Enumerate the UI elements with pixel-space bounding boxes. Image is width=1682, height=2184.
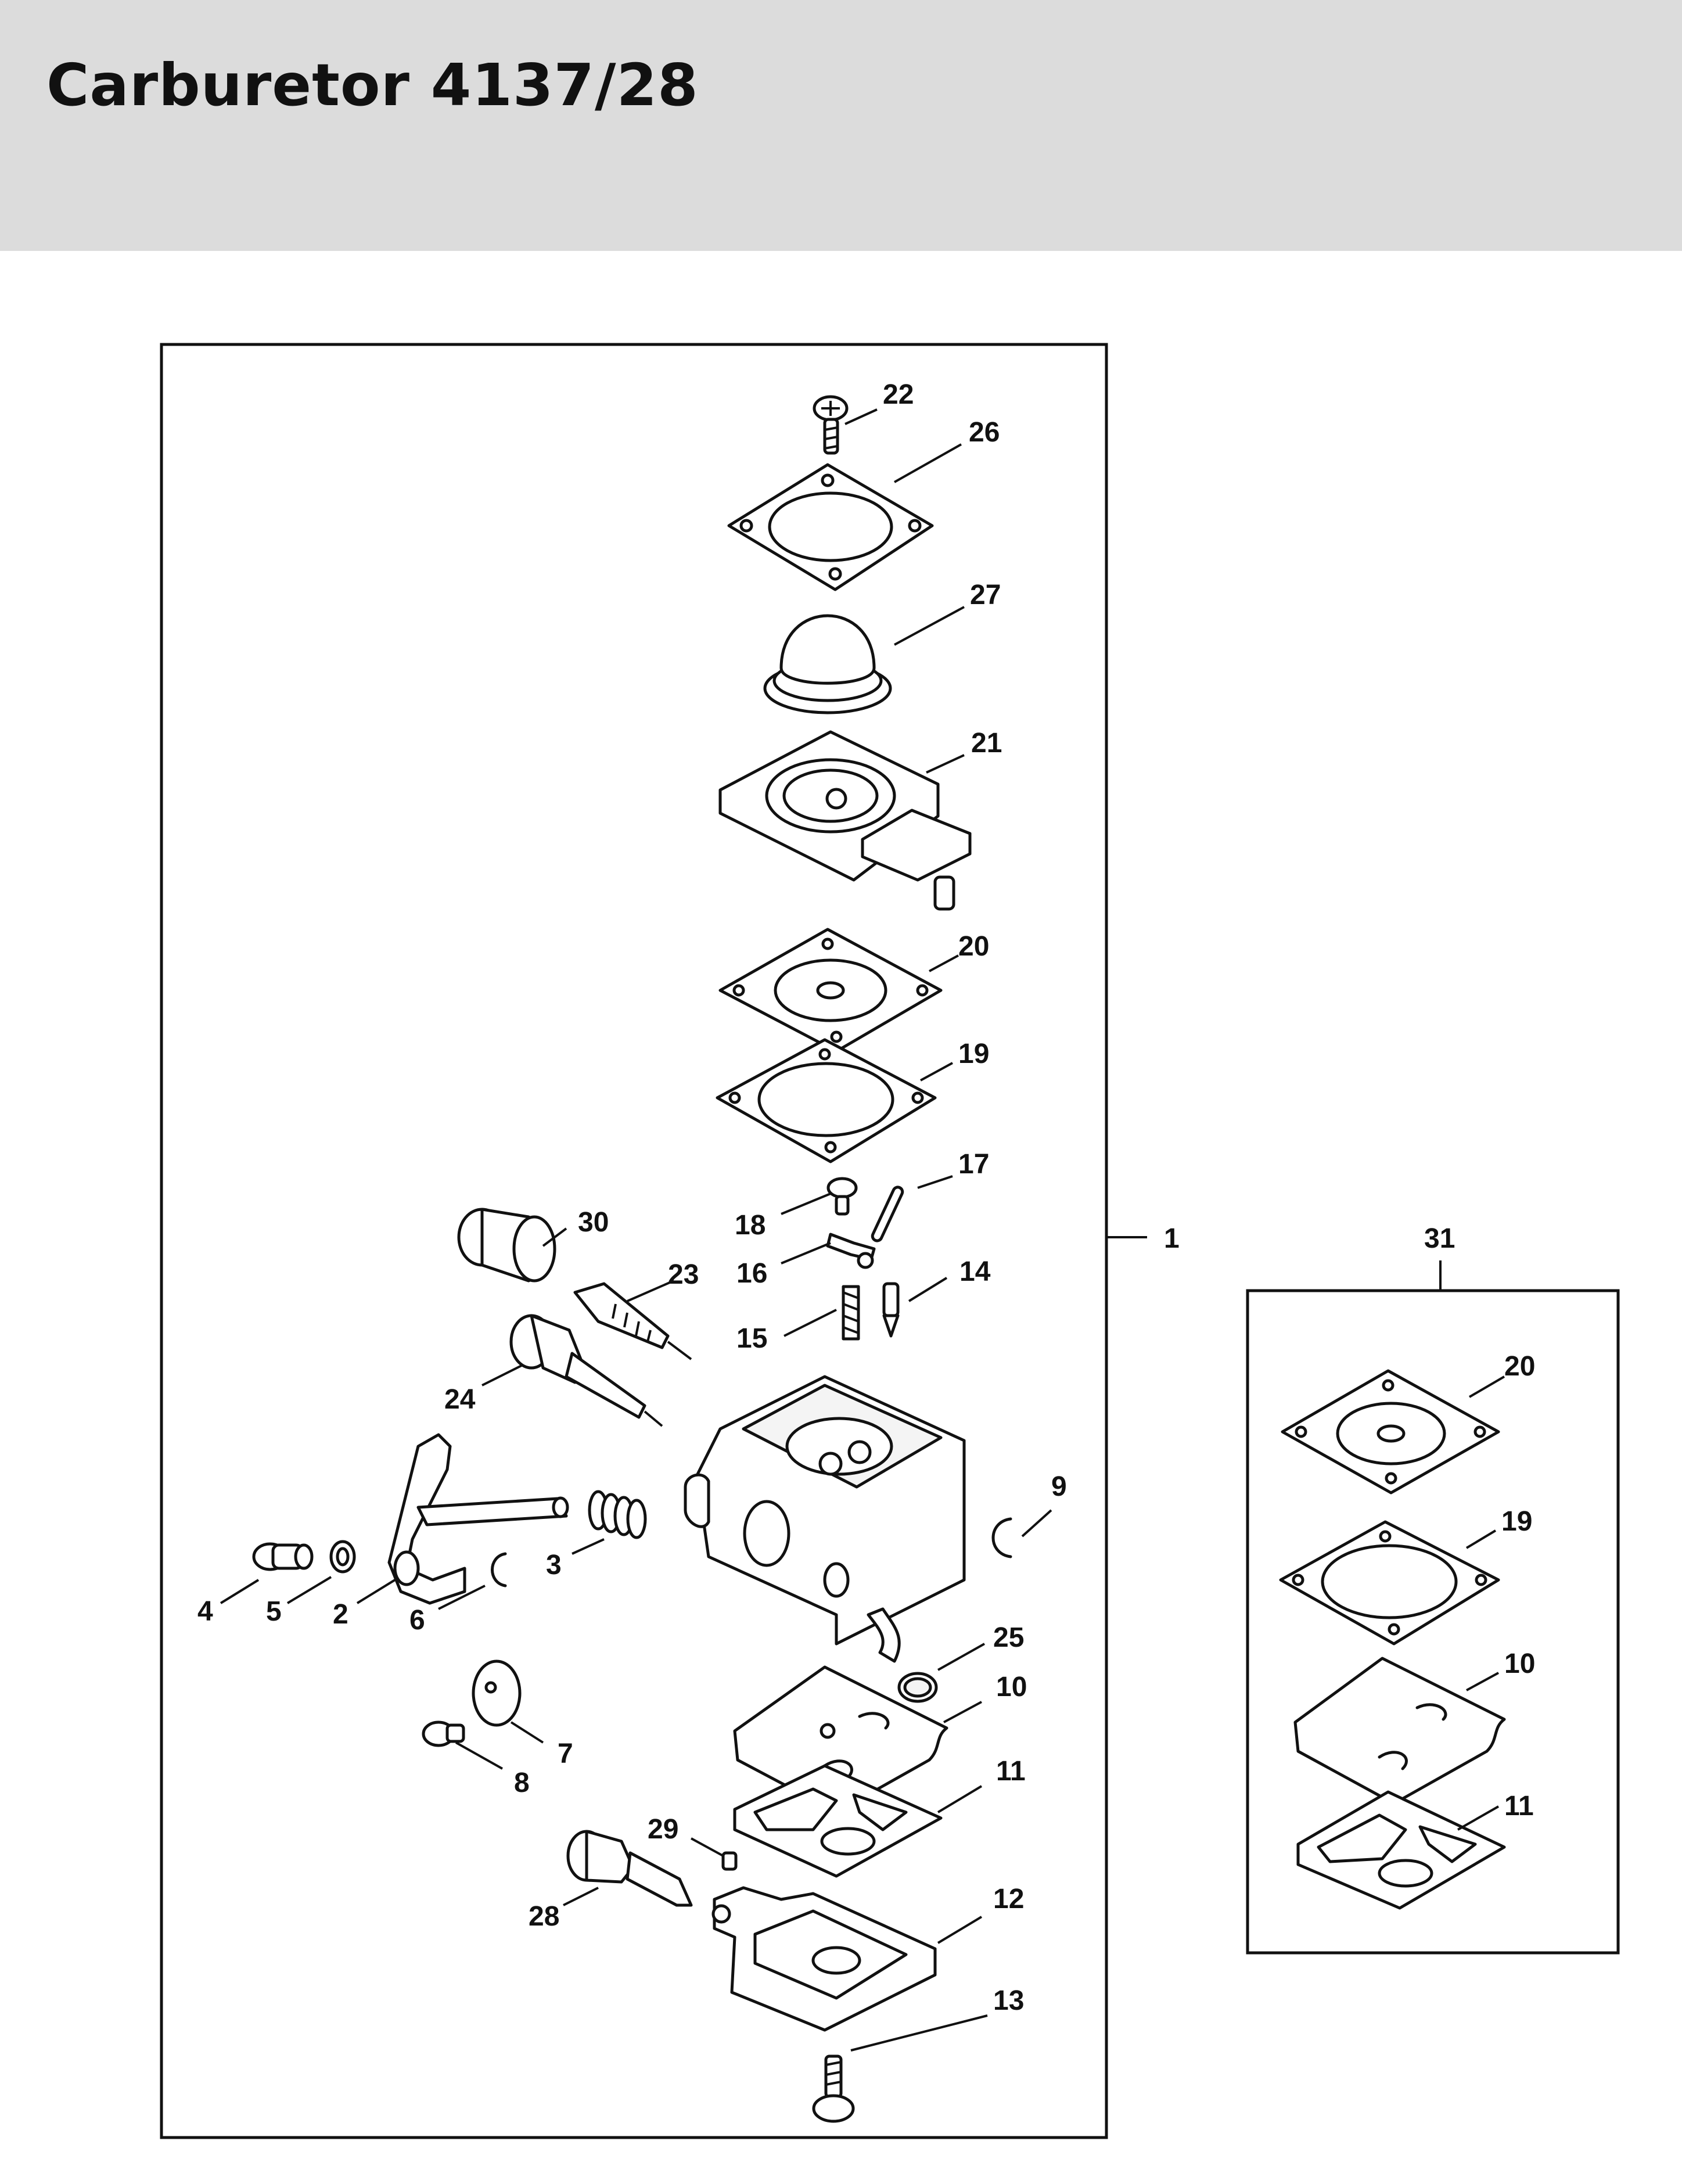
callout-14: 14 xyxy=(959,1256,991,1287)
part-27-primer-bulb xyxy=(763,614,892,714)
kit-part-10-diaphragm xyxy=(1293,1657,1506,1805)
callout-12: 12 xyxy=(993,1884,1024,1914)
part-18-screw xyxy=(826,1177,858,1216)
header-band xyxy=(0,0,1682,251)
callout-25: 25 xyxy=(993,1622,1024,1653)
kit-part-11-gasket xyxy=(1296,1790,1506,1910)
callout-17: 17 xyxy=(958,1149,989,1180)
part-8-screw xyxy=(422,1720,465,1747)
callout-7: 7 xyxy=(558,1738,573,1769)
part-3-spring xyxy=(588,1490,647,1539)
kit-callout-20: 20 xyxy=(1504,1351,1535,1382)
callout-19: 19 xyxy=(958,1039,989,1069)
callout-27: 27 xyxy=(970,580,1001,610)
part-30-limiter-cap xyxy=(457,1208,556,1283)
part-10-metering-diaphragm xyxy=(733,1665,948,1814)
kit-frame xyxy=(1246,1289,1620,1955)
part-21-pump-housing xyxy=(718,730,972,911)
callout-4: 4 xyxy=(197,1596,213,1627)
callout-15: 15 xyxy=(736,1323,767,1354)
page-title: Carburetor 4137/28 xyxy=(46,51,699,119)
kit-callout-11: 11 xyxy=(1504,1791,1534,1822)
kit-callout-10: 10 xyxy=(1504,1648,1535,1679)
part-4-screw xyxy=(252,1542,314,1571)
part-2-throttle-shaft xyxy=(387,1433,569,1605)
callout-5: 5 xyxy=(266,1596,282,1627)
part-11-gasket xyxy=(733,1764,943,1878)
callout-30: 30 xyxy=(578,1207,609,1238)
callout-9: 9 xyxy=(1051,1471,1067,1502)
callout-16: 16 xyxy=(736,1258,767,1289)
callout-13: 13 xyxy=(993,1985,1024,2016)
callout-kit-31: 31 xyxy=(1424,1223,1455,1254)
callout-20: 20 xyxy=(958,931,989,962)
part-20-diaphragm xyxy=(718,928,943,1053)
part-13-screw xyxy=(812,2054,855,2123)
part-7-throttle-plate xyxy=(472,1659,522,1727)
callout-group-1: 1 xyxy=(1164,1223,1180,1254)
carburetor-body xyxy=(684,1375,966,1663)
kit-part-20-diaphragm xyxy=(1281,1369,1500,1495)
part-17-pin xyxy=(871,1186,904,1242)
callout-3: 3 xyxy=(546,1550,562,1580)
callout-22: 22 xyxy=(883,379,914,410)
callout-2: 2 xyxy=(333,1599,348,1630)
part-22-screw xyxy=(813,395,849,455)
part-25-strainer xyxy=(897,1672,938,1703)
part-24-adjusting-screw xyxy=(509,1314,663,1427)
callout-6: 6 xyxy=(409,1605,425,1636)
part-15-spring xyxy=(842,1285,860,1341)
part-6-e-clip xyxy=(491,1552,507,1587)
part-14-inlet-needle xyxy=(882,1282,900,1338)
part-23-adjusting-screw xyxy=(573,1282,692,1360)
callout-29: 29 xyxy=(648,1814,678,1845)
part-9-circlip xyxy=(991,1517,1012,1558)
part-12-end-cover xyxy=(711,1886,937,2032)
callout-8: 8 xyxy=(514,1768,530,1798)
callout-23: 23 xyxy=(668,1259,699,1290)
part-29-plug xyxy=(721,1851,738,1871)
callout-26: 26 xyxy=(969,417,1000,448)
part-26-cover-plate xyxy=(727,463,934,591)
main-assembly-frame xyxy=(160,343,1108,2139)
callout-18: 18 xyxy=(735,1210,765,1241)
part-16-lever xyxy=(826,1233,876,1269)
callout-21: 21 xyxy=(971,728,1002,759)
callout-10: 10 xyxy=(996,1672,1027,1702)
kit-callout-19: 19 xyxy=(1501,1506,1532,1537)
part-5-washer xyxy=(329,1540,356,1574)
part-28-idle-screw xyxy=(566,1830,693,1907)
part-19-gasket xyxy=(716,1038,937,1163)
kit-part-19-gasket xyxy=(1279,1520,1500,1646)
callout-28: 28 xyxy=(529,1901,559,1932)
leader-lines xyxy=(220,408,1505,2052)
callout-11: 11 xyxy=(996,1756,1026,1787)
callout-24: 24 xyxy=(444,1384,476,1415)
